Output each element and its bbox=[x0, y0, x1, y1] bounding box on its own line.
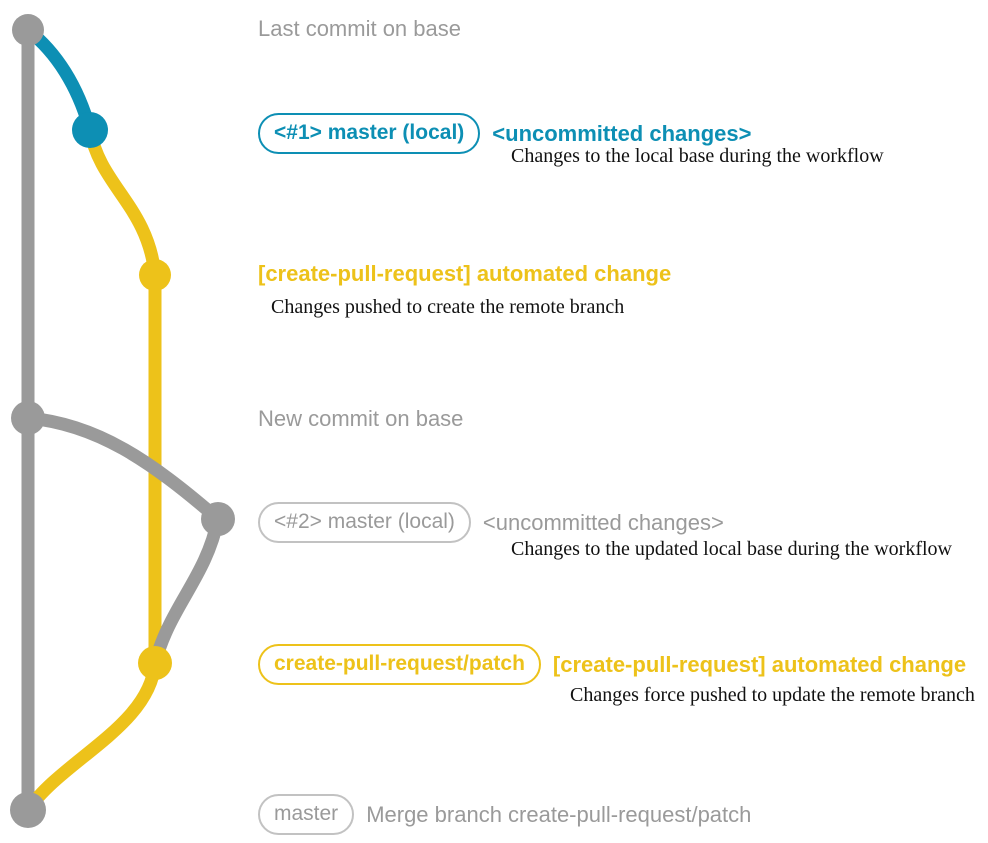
merge-commit-node bbox=[10, 792, 46, 828]
row-automated-change-1: [create-pull-request] automated change bbox=[258, 263, 671, 285]
last-commit-on-base-headline: Last commit on base bbox=[258, 16, 461, 41]
base-head-node bbox=[12, 14, 44, 46]
remote-branch-upper-line bbox=[83, 123, 162, 282]
new-commit-on-base-headline: New commit on base bbox=[258, 406, 464, 431]
badge-local-master-2[interactable]: <#2> master (local) bbox=[258, 502, 471, 543]
row-automated-change-2: create-pull-request/patch [create-pull-r… bbox=[258, 644, 966, 685]
local-branch-2-line bbox=[21, 411, 225, 526]
row-local-master-1: <#1> master (local) <uncommitted changes… bbox=[258, 113, 751, 154]
base-new-commit-node bbox=[11, 401, 45, 435]
remote-merge-line bbox=[21, 656, 162, 817]
merge-commit-headline: Merge branch create-pull-request/patch bbox=[366, 801, 752, 827]
local-commit-1-node bbox=[72, 112, 108, 148]
automated-change-2-headline: [create-pull-request] automated change bbox=[552, 651, 967, 677]
badge-local-master-1[interactable]: <#1> master (local) bbox=[258, 113, 481, 154]
local-commit-2-node bbox=[201, 502, 235, 536]
automated-change-1-headline: [create-pull-request] automated change bbox=[258, 261, 672, 286]
badge-create-pull-request-patch[interactable]: create-pull-request/patch bbox=[258, 644, 541, 685]
badge-master[interactable]: master bbox=[258, 794, 355, 835]
row-new-commit-on-base: New commit on base bbox=[258, 408, 463, 430]
local-master-1-description: Changes to the local base during the wor… bbox=[511, 145, 884, 167]
local-to-remote-line bbox=[148, 512, 225, 670]
row-merge-commit: master Merge branch create-pull-request/… bbox=[258, 794, 751, 835]
automated-change-1-description: Changes pushed to create the remote bran… bbox=[271, 296, 625, 318]
row-last-commit-on-base: Last commit on base bbox=[258, 18, 461, 40]
local-master-2-description: Changes to the updated local base during… bbox=[511, 538, 952, 560]
automated-change-2-description: Changes force pushed to update the remot… bbox=[570, 684, 975, 706]
remote-commit-1-node bbox=[139, 259, 171, 291]
uncommitted-changes-1-headline: <uncommitted changes> bbox=[492, 120, 752, 146]
remote-commit-2-node bbox=[138, 646, 172, 680]
row-local-master-2: <#2> master (local) <uncommitted changes… bbox=[258, 502, 724, 543]
uncommitted-changes-2-headline: <uncommitted changes> bbox=[482, 509, 724, 535]
